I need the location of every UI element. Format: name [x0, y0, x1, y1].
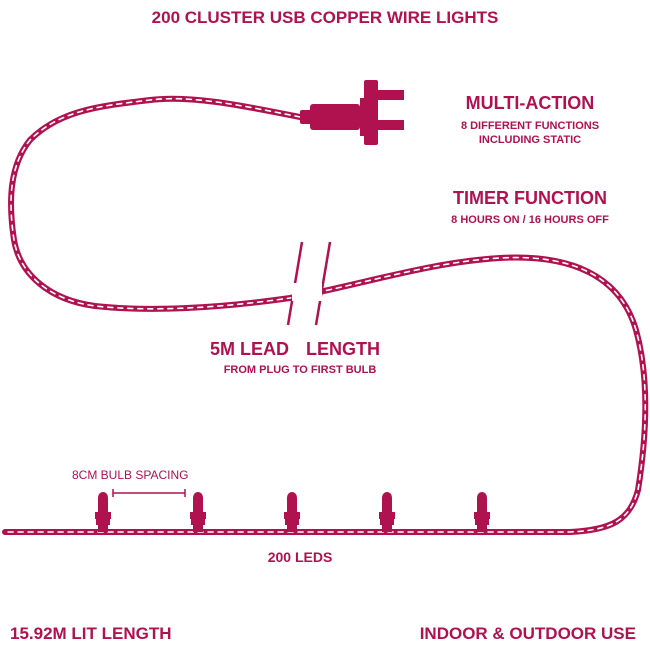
- bulb-icon: [190, 492, 206, 532]
- lit-length-label: 15.92M LIT LENGTH: [10, 624, 172, 643]
- multi-action-heading: MULTI-ACTION: [465, 93, 595, 113]
- led-count-label: 200 LEDS: [267, 549, 333, 565]
- timer-detail: 8 HOURS ON / 16 HOURS OFF: [451, 214, 609, 226]
- bulb-icon: [284, 492, 300, 532]
- bulb-spacing-label: 8CM BULB SPACING: [72, 468, 189, 482]
- break-gap: [292, 283, 322, 301]
- multi-action-line1: 8 DIFFERENT FUNCTIONS: [460, 120, 600, 132]
- spacing-dimension-line: [112, 489, 186, 497]
- bulb-icon: [95, 492, 111, 532]
- bulb-icon: [379, 492, 395, 532]
- bulbs: [95, 492, 490, 532]
- lead-detail: FROM PLUG TO FIRST BULB: [223, 364, 377, 376]
- page-title: 200 CLUSTER USB COPPER WIRE LIGHTS: [151, 8, 499, 27]
- multi-action-line2: INCLUDING STATIC: [478, 134, 582, 146]
- lead-heading-a: 5M LEAD: [210, 339, 290, 359]
- lead-heading-b: LENGTH: [306, 339, 380, 359]
- use-label: INDOOR & OUTDOOR USE: [419, 624, 636, 643]
- bulb-icon: [474, 492, 490, 532]
- twisted-wire-icon: [2, 95, 649, 535]
- timer-heading: TIMER FUNCTION: [453, 188, 607, 208]
- usb-plug-icon: [300, 80, 404, 145]
